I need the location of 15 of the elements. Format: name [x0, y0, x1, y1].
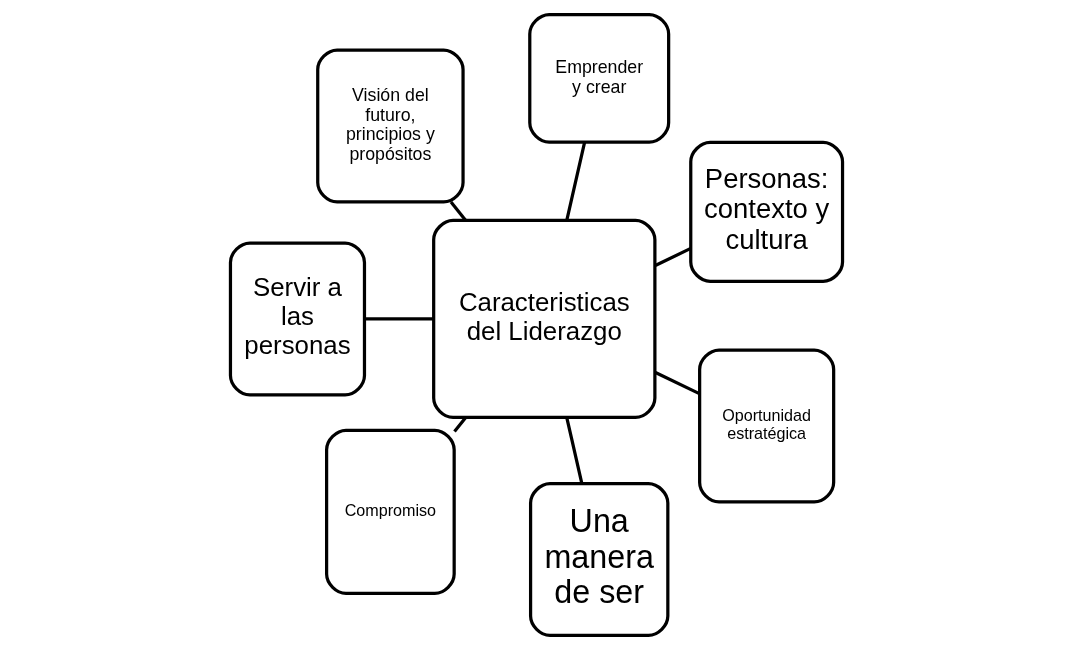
node-box: Una manera de ser [528, 482, 669, 638]
connector [449, 200, 467, 222]
connector [654, 246, 691, 267]
connector [564, 142, 586, 221]
node-box: Compromiso [324, 428, 456, 596]
node-box: Oportunidad estratégica [697, 348, 835, 504]
node-box: Visión del futuro, principios y propósitos [315, 48, 465, 204]
connector [654, 371, 700, 396]
node-box: Personas: contexto y cultura [688, 140, 844, 283]
connector [564, 417, 583, 484]
connector [364, 317, 433, 321]
node-box: Servir a las personas [228, 241, 366, 397]
node-box: Emprender y crear [527, 12, 670, 144]
connector [452, 416, 467, 433]
node-box: Caracteristicas del Liderazgo [431, 218, 656, 420]
